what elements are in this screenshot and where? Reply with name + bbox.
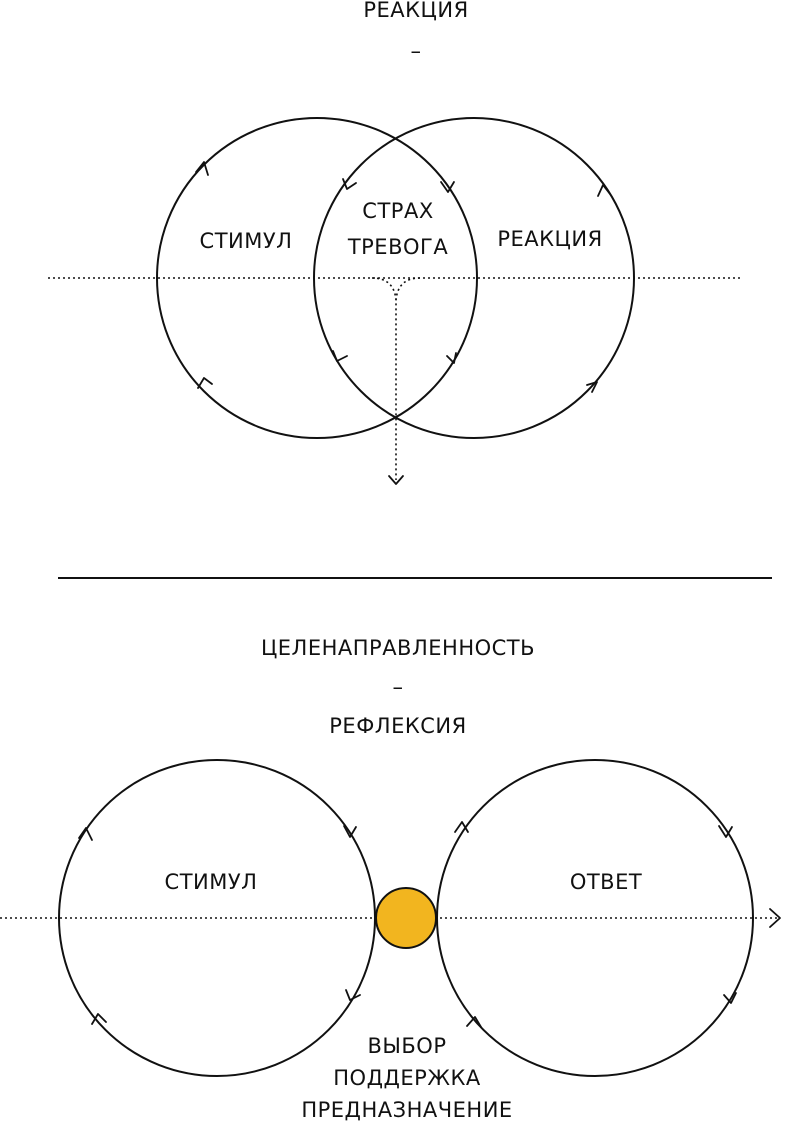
purpose-label: ПРЕДНАЗНАЧЕНИЕ — [301, 1098, 512, 1122]
top-overlap-arrow-lower-left-icon — [332, 350, 348, 362]
choice-label: ВЫБОР — [367, 1034, 446, 1058]
bottom-left-circle-arrow-lower-left-icon — [91, 1013, 107, 1025]
bottom-right-circle-arrow-upper-right-icon — [718, 825, 733, 838]
bottom-title-dash: – — [393, 675, 404, 699]
choice-dot — [375, 887, 437, 949]
bottom-diagram: ЦЕЛЕНАПРАВЛЕННОСТЬ – РЕФЛЕКСИЯ СТИМУЛ ОТ… — [0, 636, 781, 1122]
top-overlap-arrow-lower-right-icon — [446, 352, 457, 364]
top-right-circle-label: РЕАКЦИЯ — [497, 227, 602, 251]
top-right-circle — [313, 117, 635, 439]
top-title: РЕАКЦИЯ — [363, 0, 468, 22]
bottom-left-circle-label: СТИМУЛ — [165, 870, 258, 894]
top-overlap-label-line1: СТРАХ — [362, 199, 433, 223]
top-left-circle — [156, 117, 478, 439]
top-left-circle-arrow-lower-icon — [197, 377, 213, 389]
top-right-circle-arrow-upper-icon — [597, 184, 611, 197]
support-label: ПОДДЕРЖКА — [333, 1066, 481, 1090]
top-right-circle-arrow-lower-icon — [586, 381, 598, 393]
bottom-right-circle-arrow-upper-left-icon — [454, 821, 469, 833]
top-left-circle-label: СТИМУЛ — [200, 229, 293, 253]
top-title-dash: – — [411, 39, 422, 63]
bottom-title: ЦЕЛЕНАПРАВЛЕННОСТЬ — [261, 636, 535, 660]
bottom-left-circle-arrow-lower-right-icon — [345, 989, 361, 1001]
top-overlap-arrow-upper-left-icon — [342, 178, 357, 190]
top-downward-flow-left — [371, 277, 397, 480]
top-diagram: РЕАКЦИЯ – СТИМУЛ РЕАКЦИЯ СТРАХ ТРЕВОГА — [48, 0, 742, 485]
top-overlap-arrow-upper-right-icon — [440, 181, 455, 193]
bottom-right-circle-label: ОТВЕТ — [570, 870, 642, 894]
top-left-circle-arrow-upper-icon — [195, 161, 209, 176]
bottom-right-circle-arrow-lower-left-icon — [466, 1016, 482, 1028]
bottom-left-circle-arrow-upper-left-icon — [78, 827, 93, 841]
bottom-right-circle-arrow-lower-right-icon — [723, 992, 737, 1004]
bottom-axis-arrowhead-icon — [769, 908, 781, 928]
top-downward-flow-right — [395, 277, 421, 301]
top-overlap-label-line2: ТРЕВОГА — [347, 235, 449, 259]
bottom-left-circle-arrow-upper-right-icon — [343, 825, 357, 838]
bottom-subtitle: РЕФЛЕКСИЯ — [329, 714, 466, 738]
top-down-arrowhead-icon — [388, 475, 404, 485]
